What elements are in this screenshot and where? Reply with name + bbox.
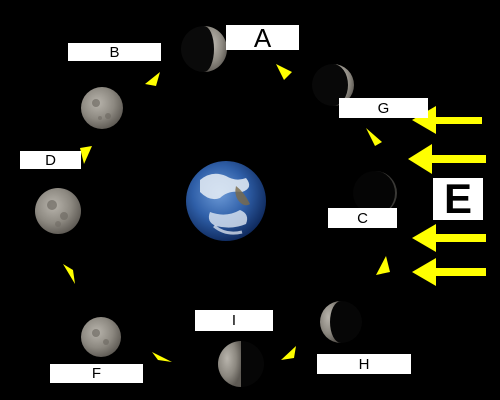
sunlight-arrows [408,106,486,286]
orbit-arrow-d [80,146,92,164]
earth [186,161,266,241]
label-h: H [317,354,411,374]
label-e: E [433,178,483,220]
sunlight-arrow-2 [408,144,486,174]
moon-phase-c [353,171,397,215]
moon-phase-a [181,26,227,72]
moon-phase-d [35,188,81,234]
moon-phase-f [81,317,121,357]
orbit-arrow-a [276,64,292,80]
moon-phase-b [81,87,123,129]
orbit-arrows [63,64,390,362]
label-b: B [68,43,161,61]
orbit-arrow-c [376,256,390,275]
sunlight-arrow-4 [412,258,486,286]
orbit-arrow-h [281,346,296,360]
orbit-arrow-i [152,352,172,362]
moon-phase-h [320,301,362,343]
orbit-arrow-f [63,264,75,284]
sunlight-arrow-3 [412,224,486,252]
label-d: D [20,151,81,169]
label-g: G [339,98,428,118]
orbit-arrow-g [366,128,382,146]
moon-phase-g [312,64,354,106]
sunlight-arrow-1 [412,106,482,134]
label-f: F [50,364,143,383]
label-a: A [226,25,299,51]
orbit-arrow-b [145,72,160,86]
label-i: I [195,310,273,331]
moon-phase-i [218,341,264,387]
label-c: C [328,208,397,228]
